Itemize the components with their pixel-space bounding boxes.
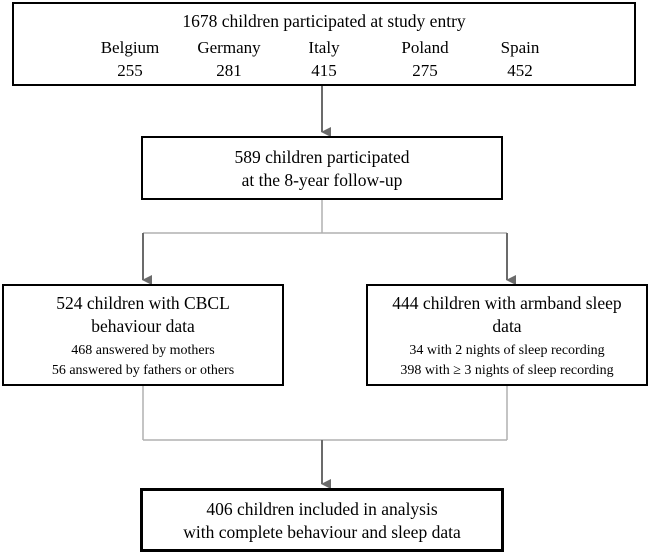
country-poland-count: 275 [412,61,438,80]
cbcl-line-4: 56 answered by fathers or others [51,363,235,378]
followup-box: 589 children participated at the 8-year … [141,136,503,200]
sleep-box: 444 children with armband sleep data 34 … [366,284,648,386]
country-spain-name: Spain [500,38,540,57]
cbcl-line-1: 524 children with CBCL [56,293,230,313]
sleep-line-3: 34 with 2 nights of sleep recording [409,343,605,358]
sleep-line-1: 444 children with armband sleep [392,293,622,313]
country-spain-count: 452 [507,61,533,80]
followup-line-1: 589 children participated [234,147,410,167]
country-italy-name: Italy [308,38,340,57]
country-italy-count: 415 [311,61,337,80]
cbcl-box: 524 children with CBCL behaviour data 46… [2,284,284,386]
country-germany-count: 281 [216,61,242,80]
sleep-line-2: data [492,316,522,336]
study-entry-title: 1678 children participated at study entr… [182,11,466,31]
sleep-line-4: 398 with ≥ 3 nights of sleep recording [400,363,614,378]
country-belgium-count: 255 [117,61,143,80]
cbcl-line-3: 468 answered by mothers [71,343,215,358]
cbcl-line-2: behaviour data [91,316,195,336]
followup-line-2: at the 8-year follow-up [241,170,403,190]
study-entry-box: 1678 children participated at study entr… [12,2,636,86]
country-germany-name: Germany [197,38,261,57]
analysis-line-2: with complete behaviour and sleep data [183,522,461,542]
country-belgium-name: Belgium [100,38,160,57]
country-poland-name: Poland [401,38,449,57]
analysis-line-1: 406 children included in analysis [206,499,438,519]
analysis-box: 406 children included in analysis with c… [140,488,504,552]
